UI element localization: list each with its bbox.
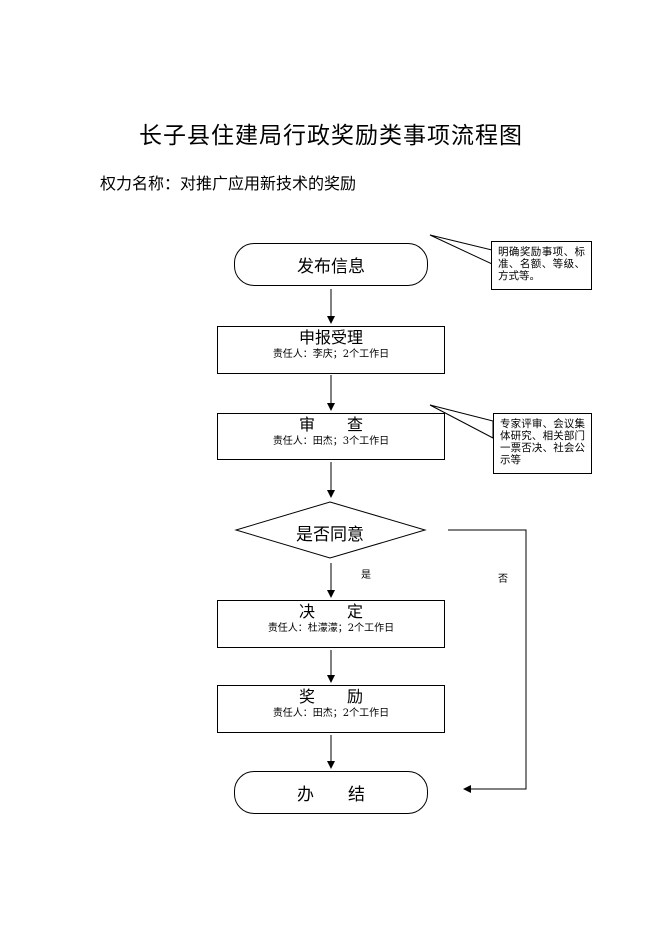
branch-yes-label: 是 [361, 570, 371, 581]
callout-pointer-publish [429, 234, 493, 265]
node-review-label: 审 查 [298, 415, 363, 434]
node-finish: 办 结 [234, 771, 428, 814]
node-decide: 决 定 责任人：杜濛濛；2个工作日 [217, 600, 445, 648]
node-decide-label: 决 定 [298, 602, 363, 621]
decision-label: 是否同意 [296, 525, 364, 545]
node-publish-info: 发布信息 [234, 243, 428, 286]
node-reward-responsible: 责任人：田杰；2个工作日 [272, 708, 390, 719]
node-accept-label: 申报受理 [298, 328, 363, 347]
node-accept: 申报受理 责任人：李庆；2个工作日 [217, 326, 445, 374]
node-finish-label: 办 结 [297, 785, 365, 805]
decision-diamond [234, 501, 427, 559]
note-publish: 明确奖励事项、标准、名额、等级、方式等。 [491, 241, 592, 290]
node-decide-responsible: 责任人：杜濛濛；2个工作日 [267, 623, 395, 634]
note-review: 专家评审、会议集体研究、相关部门一票否决、社会公示等 [493, 413, 592, 474]
arrow-no-branch [448, 529, 527, 793]
power-name: 权力名称：对推广应用新技术的奖励 [100, 174, 357, 193]
node-accept-responsible: 责任人：李庆；2个工作日 [272, 349, 390, 360]
node-publish-label: 发布信息 [297, 257, 365, 277]
branch-no-label: 否 [498, 574, 508, 585]
node-reward: 奖 励 责任人：田杰；2个工作日 [217, 685, 445, 733]
node-reward-label: 奖 励 [298, 687, 363, 706]
node-review: 审 查 责任人：田杰；3个工作日 [217, 413, 445, 460]
node-review-responsible: 责任人：田杰；3个工作日 [272, 436, 390, 447]
page-title: 长子县住建局行政奖励类事项流程图 [139, 123, 523, 149]
